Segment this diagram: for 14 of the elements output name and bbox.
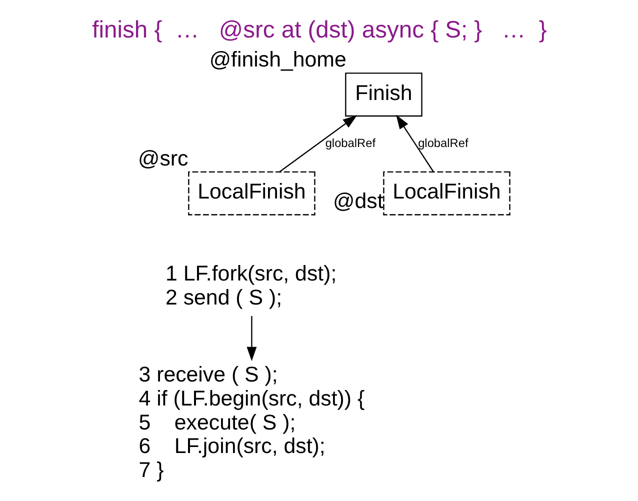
node-label: @src	[138, 146, 188, 170]
node-box: LocalFinish	[188, 170, 315, 215]
node-label: @dst	[332, 188, 383, 213]
diagram-title: finish { … @src at (dst) async { S; } … }	[92, 16, 546, 44]
node-box: LocalFinish	[382, 170, 510, 215]
edge-label: globalRef	[324, 135, 376, 150]
arrow	[246, 315, 256, 361]
node-label: @finish_home	[208, 47, 346, 72]
node-text: 1 LF.fork(src, dst); 2 send ( S );	[165, 261, 336, 309]
arrow	[396, 114, 434, 172]
edge-label: globalRef	[418, 135, 468, 150]
node-box: Finish	[344, 72, 422, 116]
arrow	[278, 114, 357, 172]
node-text: 3 receive ( S ); 4 if (LF.begin(src, dst)) { 5 execute( S ); 6 LF.join(src, dst); 7 }	[138, 362, 364, 482]
